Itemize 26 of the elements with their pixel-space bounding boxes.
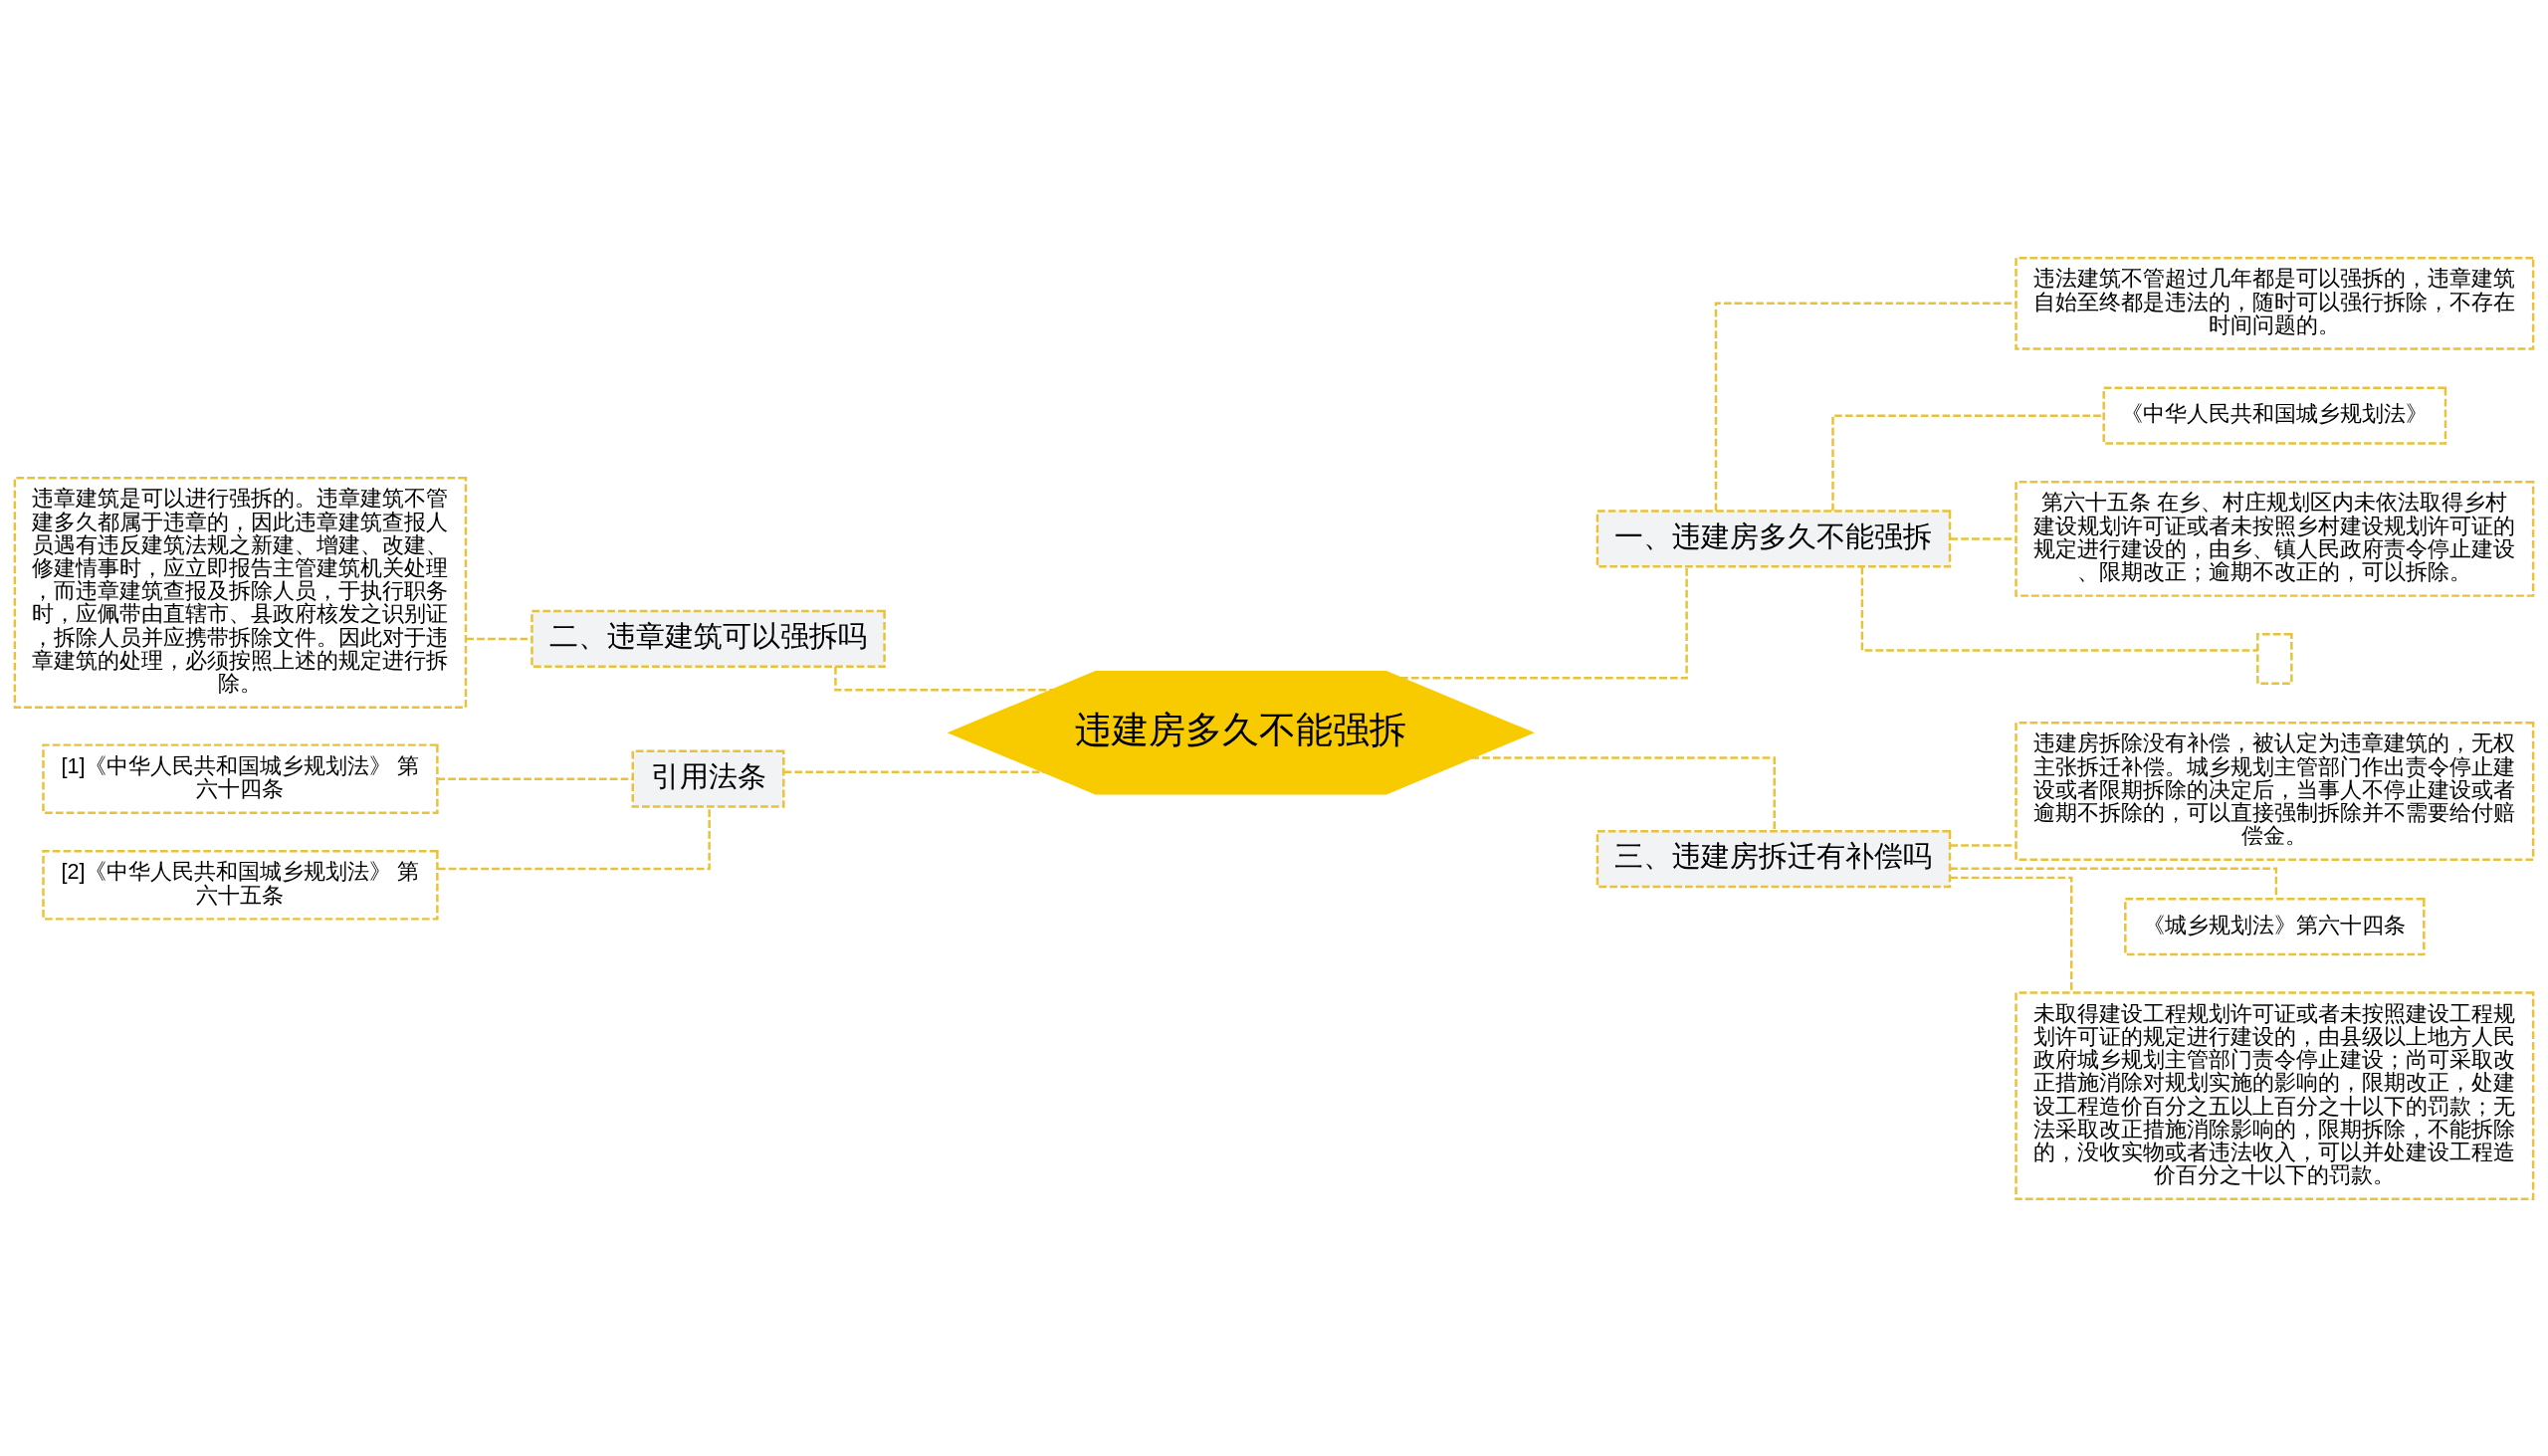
node-box: 二、违章建筑可以强拆吗 bbox=[531, 609, 886, 668]
node-box: 违法建筑不管超过几年都是可以强拆的，违章建筑自始至终都是违法的，随时可以强行拆除，不存在时间问题的。 bbox=[2015, 256, 2535, 350]
connector bbox=[466, 637, 531, 640]
connector bbox=[437, 806, 711, 870]
node-box: 《城乡规划法》第六十四条 bbox=[2124, 897, 2426, 955]
connector bbox=[1860, 566, 2258, 652]
connector bbox=[783, 770, 1045, 773]
node-box: 三、违建房拆迁有补偿吗 bbox=[1595, 829, 1952, 888]
node-box: [1]《中华人民共和国城乡规划法》 第六十四条 bbox=[42, 742, 439, 814]
connector bbox=[1950, 536, 2017, 540]
node-box: 《中华人民共和国城乡规划法》 bbox=[2102, 386, 2447, 445]
connector bbox=[1400, 566, 1688, 679]
connector bbox=[1950, 876, 2073, 992]
connector bbox=[437, 776, 633, 780]
node-box: 违章建筑是可以进行强拆的。违章建筑不管建多久都属于违章的，因此违章建筑查报人员遇有违反建筑法规之新建、增建、改建、修建情事时，应立即报告主管建筑机关处理，而违章建筑查报及拆除人员，于执行职务时，应佩带由直辖市、县政府核发之识别证，拆除人员并应携带拆除文件。因此对于违章建筑的处理，必须按照上述的规定进行拆除。 bbox=[13, 476, 468, 709]
node-box: 第六十五条 在乡、村庄规划区内未依法取得乡村建设规划许可证或者未按照乡村建设规划许可证的规定进行建设的，由乡、镇人民政府责令停止建设、限期改正；逾期不改正的，可以拆除。 bbox=[2015, 480, 2535, 597]
node-box: 违建房拆除没有补偿，被认定为违章建筑的，无权主张拆迁补偿。城乡规划主管部门作出责令停止建设或者限期拆除的决定后，当事人不停止建设或者逾期不拆除的，可以直接强制拆除并不需要给付赔偿金。 bbox=[2015, 721, 2535, 861]
connector bbox=[1950, 843, 2017, 847]
connector bbox=[1714, 302, 2017, 511]
connector bbox=[1831, 413, 2104, 511]
connector bbox=[1471, 755, 1776, 831]
node-box: 引用法条 bbox=[631, 749, 785, 808]
node-box bbox=[2256, 632, 2293, 685]
node-box: 未取得建设工程规划许可证或者未按照建设工程规划许可证的规定进行建设的，由县级以上地方人民政府城乡规划主管部门责令停止建设；尚可采取改正措施消除对规划实施的影响的，限期改正，处建设工程造价百分之五以上百分之十以下的罚款；无法采取改正措施消除影响的，限期拆除，不能拆除的，没收实物或者违法收入，可以并处建设工程造价百分之十以下的罚款。 bbox=[2015, 990, 2535, 1200]
node-box: 一、违建房多久不能强拆 bbox=[1595, 509, 1952, 567]
node-box: [2]《中华人民共和国城乡规划法》 第六十五条 bbox=[42, 849, 439, 921]
